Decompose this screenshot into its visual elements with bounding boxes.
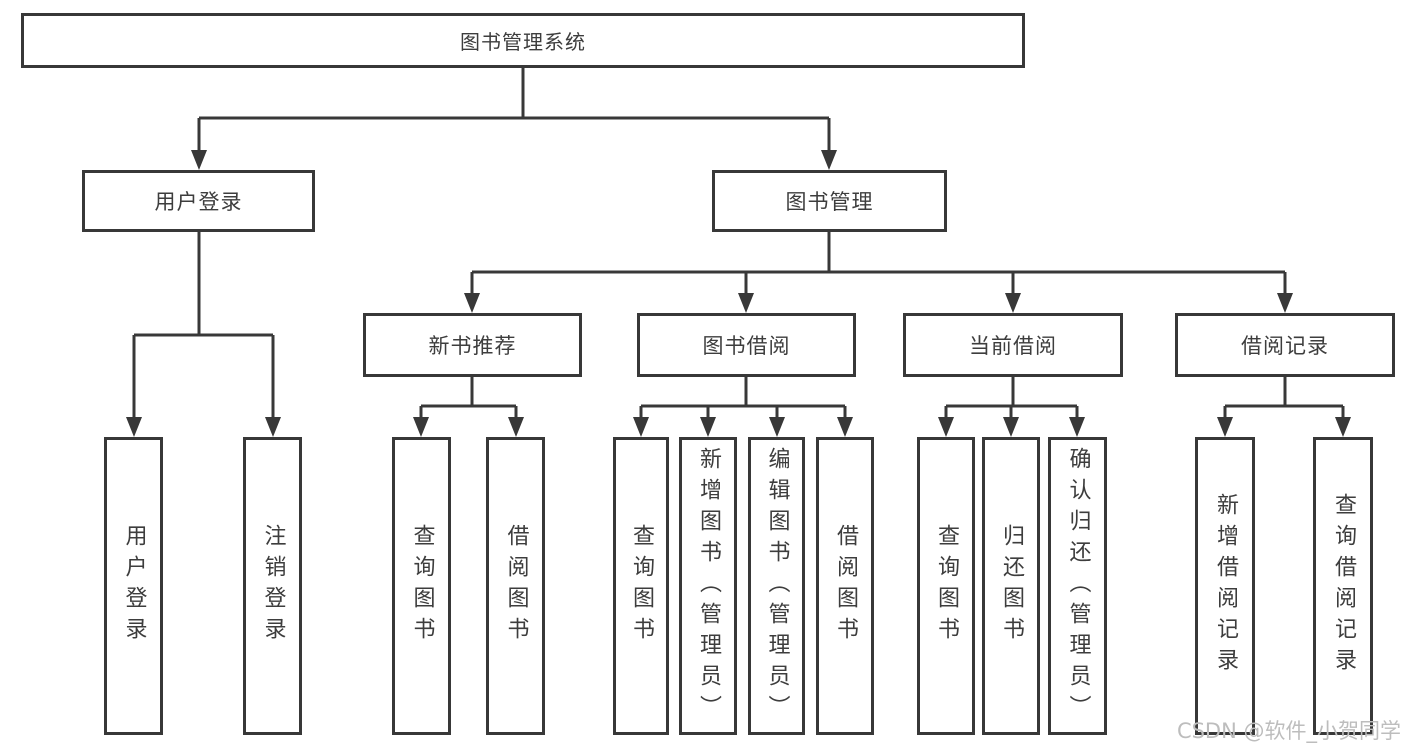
leaf-cb-confirm-return-label: 确认归还（管理员） xyxy=(1065,446,1091,726)
leaf-cb-query-book: 查询图书 xyxy=(917,437,975,735)
node-current-borrow: 当前借阅 xyxy=(903,313,1123,377)
arrowhead xyxy=(769,417,785,437)
leaf-bb-add-book: 新增图书（管理员） xyxy=(679,437,737,735)
connector-line xyxy=(470,232,1287,295)
leaf-cb-return-book: 归还图书 xyxy=(982,437,1040,735)
node-borrow-record: 借阅记录 xyxy=(1175,313,1395,377)
connector-line xyxy=(132,232,275,419)
arrowhead xyxy=(700,417,716,437)
connector-line xyxy=(197,67,831,152)
leaf-br-query-record-label: 查询借阅记录 xyxy=(1331,493,1356,679)
connector-book-borrow-to-leaves xyxy=(633,377,853,437)
arrowhead xyxy=(1069,417,1085,437)
node-borrow-record-label: 借阅记录 xyxy=(1241,334,1329,358)
arrowhead xyxy=(837,417,853,437)
leaf-nb-borrow-book: 借阅图书 xyxy=(486,437,545,735)
leaf-nb-query-book: 查询图书 xyxy=(392,437,451,735)
arrowhead xyxy=(265,417,281,437)
arrowhead xyxy=(1217,417,1233,437)
connector-user-login-to-leaves xyxy=(126,232,281,437)
node-new-book-recommend: 新书推荐 xyxy=(363,313,582,377)
leaf-user-login-label: 用户登录 xyxy=(121,524,147,648)
connector-line xyxy=(419,377,518,419)
leaf-bb-add-book-label: 新增图书（管理员） xyxy=(696,446,721,726)
leaf-bb-borrow-book-label: 借阅图书 xyxy=(833,524,858,648)
leaf-cb-query-book-label: 查询图书 xyxy=(934,524,959,648)
connector-line xyxy=(944,377,1079,419)
arrowhead xyxy=(633,417,649,437)
node-book-borrow-label: 图书借阅 xyxy=(702,334,791,358)
arrowhead xyxy=(191,150,207,170)
leaf-br-query-record: 查询借阅记录 xyxy=(1313,437,1373,735)
node-user-login: 用户登录 xyxy=(82,170,315,232)
arrowhead xyxy=(938,417,954,437)
arrowhead xyxy=(464,293,480,313)
node-book-borrow: 图书借阅 xyxy=(637,313,856,377)
arrowhead xyxy=(738,293,754,313)
leaf-nb-borrow-book-label: 借阅图书 xyxy=(503,524,529,648)
leaf-cb-return-book-label: 归还图书 xyxy=(999,524,1024,648)
connector-borrow-record-to-leaves xyxy=(1217,377,1351,437)
watermark-text: CSDN @软件_小贺同学 xyxy=(1176,719,1401,743)
connector-current-borrow-to-leaves xyxy=(938,377,1085,437)
leaf-br-add-record: 新增借阅记录 xyxy=(1195,437,1255,735)
leaf-logout: 注销登录 xyxy=(243,437,302,735)
leaf-nb-query-book-label: 查询图书 xyxy=(409,524,435,648)
arrowhead xyxy=(1003,417,1019,437)
connector-line xyxy=(639,377,847,419)
leaf-bb-query-book: 查询图书 xyxy=(613,437,669,735)
leaf-bb-borrow-book: 借阅图书 xyxy=(816,437,874,735)
leaf-user-login: 用户登录 xyxy=(104,437,163,735)
arrowhead xyxy=(1335,417,1351,437)
leaf-logout-label: 注销登录 xyxy=(260,524,286,648)
node-current-borrow-label: 当前借阅 xyxy=(969,334,1057,358)
arrowhead xyxy=(1005,293,1021,313)
leaf-br-add-record-label: 新增借阅记录 xyxy=(1213,493,1238,679)
arrowhead xyxy=(413,417,429,437)
connector-book-management-to-level2 xyxy=(464,232,1293,313)
leaf-bb-query-book-label: 查询图书 xyxy=(629,524,654,648)
leaf-bb-edit-book-label: 编辑图书（管理员） xyxy=(764,446,790,726)
arrowhead xyxy=(821,150,837,170)
connector-new-book-recommend-to-leaves xyxy=(413,377,524,437)
connector-root-to-level1 xyxy=(191,67,837,170)
arrowhead xyxy=(508,417,524,437)
arrowhead xyxy=(1277,293,1293,313)
node-library-system-label: 图书管理系统 xyxy=(460,30,586,54)
node-new-book-recommend-label: 新书推荐 xyxy=(428,334,517,358)
node-book-management: 图书管理 xyxy=(712,170,947,232)
leaf-bb-edit-book: 编辑图书（管理员） xyxy=(748,437,805,735)
arrowhead xyxy=(126,417,142,437)
node-book-management-label: 图书管理 xyxy=(785,190,874,214)
leaf-cb-confirm-return: 确认归还（管理员） xyxy=(1048,437,1107,735)
node-user-login-label: 用户登录 xyxy=(154,190,243,214)
node-library-system: 图书管理系统 xyxy=(21,13,1025,68)
connector-line xyxy=(1223,377,1345,419)
